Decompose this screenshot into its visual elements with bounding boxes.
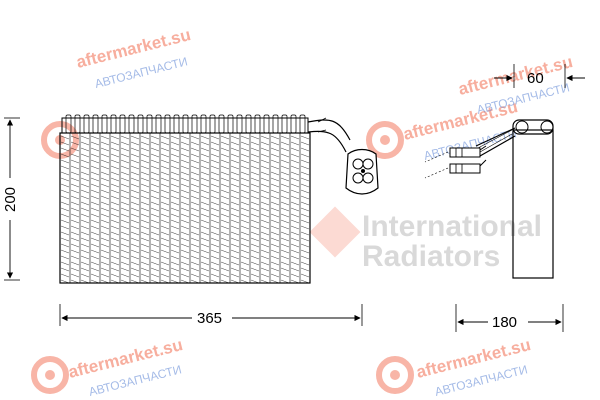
gear-logo-icon [376,356,414,394]
pipe-flange [345,148,379,195]
gear-logo-icon [31,356,69,394]
dimension-height: 200 [2,117,20,281]
dim-label-height: 200 [2,187,19,212]
core-fins [60,133,310,284]
dimension-pipe: 60 [494,64,585,88]
evaporator-front-view [59,114,379,284]
pipe-fitting [449,145,487,174]
watermark-brand-line1: International [362,210,542,243]
gear-logo-icon [366,121,404,159]
brand-logo-icon [309,206,361,258]
dimension-width: 365 [59,304,363,327]
watermark-group: aftermarket.su АВТОЗАПЧАСТИ aftermarket.… [31,25,575,399]
dimension-depth: 180 [455,304,564,332]
watermark-brand-line2: Radiators [362,240,500,273]
tank-teeth [65,114,306,134]
evaporator-side-view [424,119,554,279]
dim-label-pipe: 60 [527,70,544,87]
dim-label-depth: 180 [492,314,517,331]
dim-label-width: 365 [197,310,222,327]
